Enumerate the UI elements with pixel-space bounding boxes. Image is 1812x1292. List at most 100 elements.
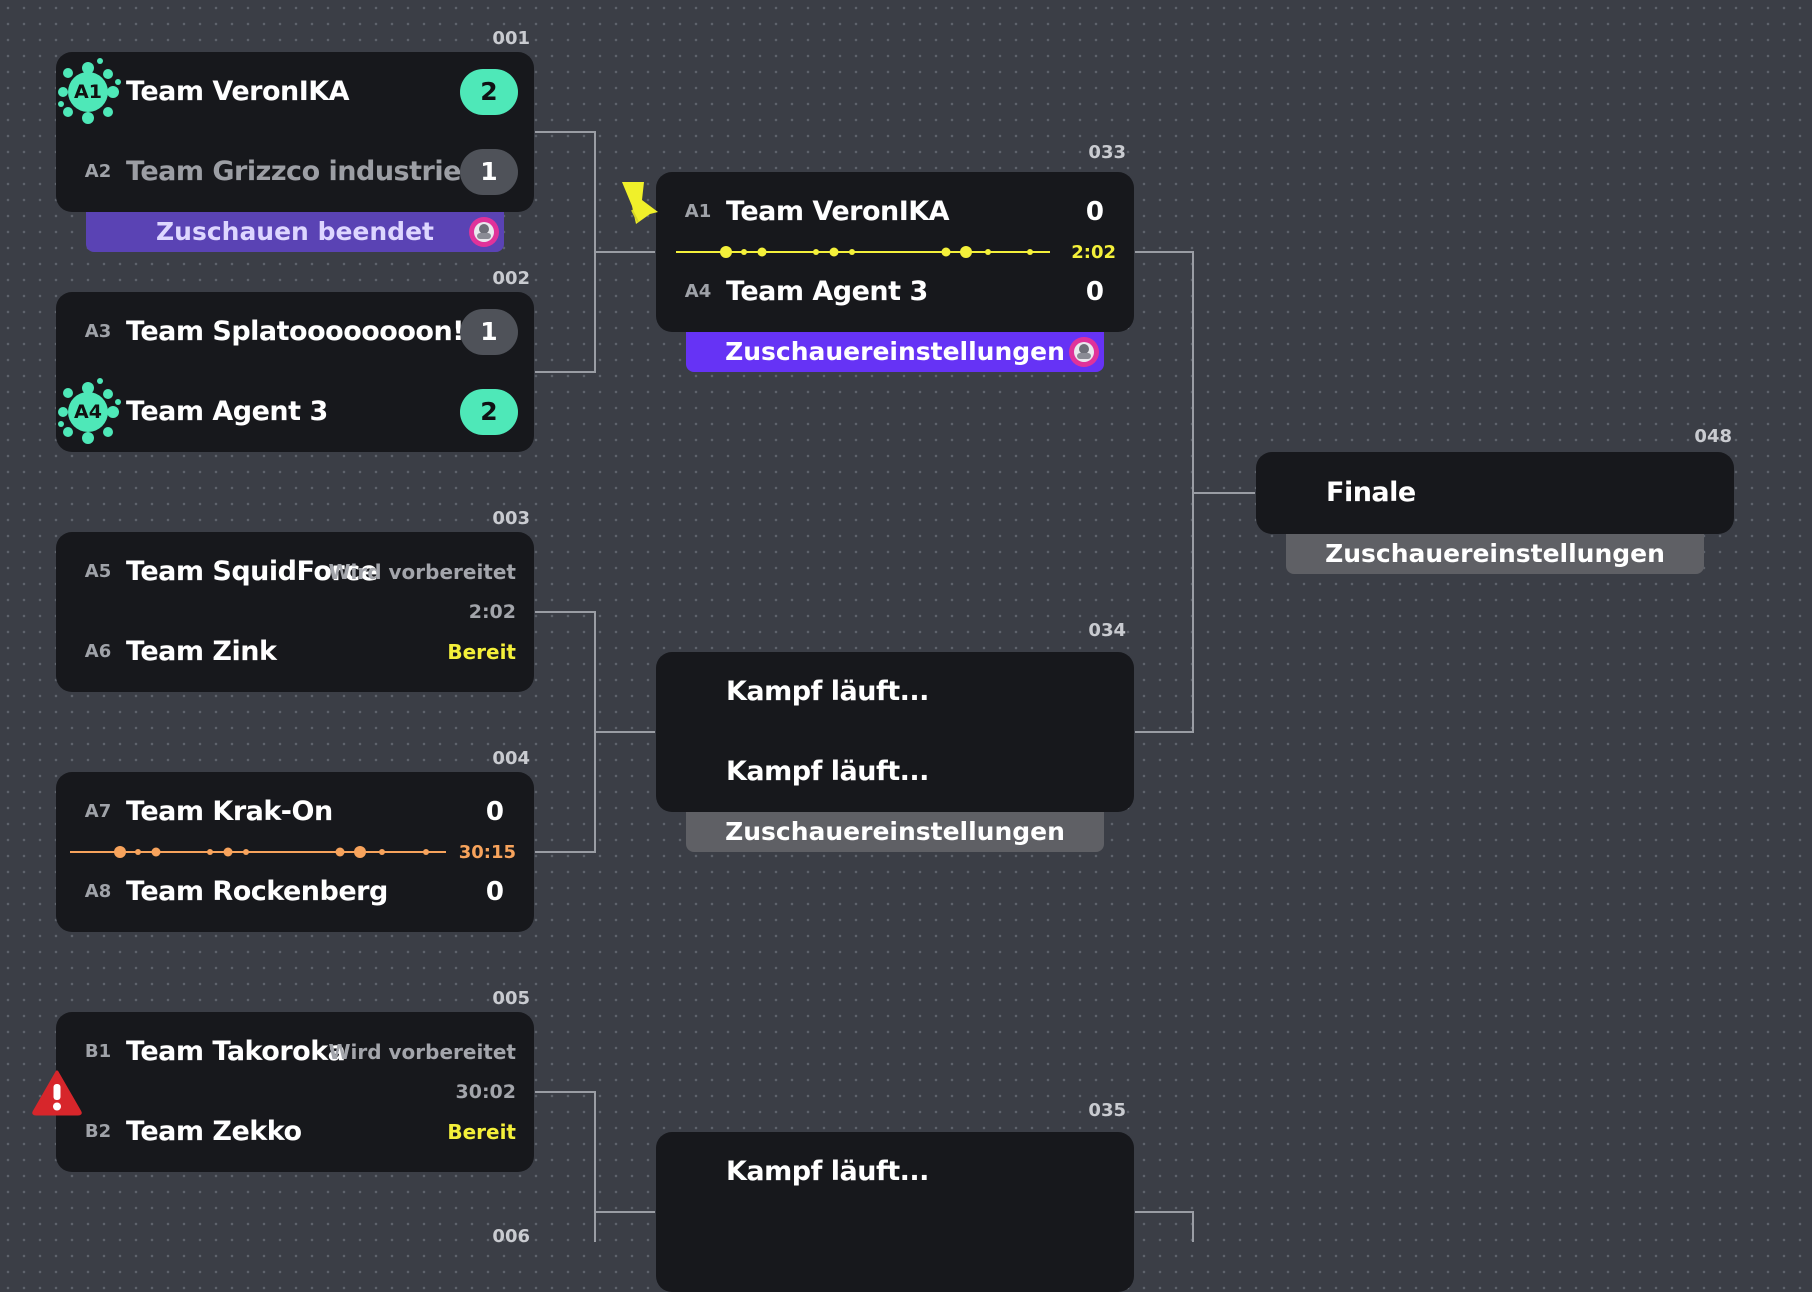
match-number: 006 (492, 1226, 530, 1247)
connector-035-out (1135, 1211, 1194, 1242)
team-seed: A1 (74, 81, 102, 103)
match-card-004[interactable]: A7 Team Krak-On 0 30:15 A8 Team Rockenbe… (56, 772, 534, 932)
team-name: Team Zink (126, 636, 277, 667)
team-score: 0 (1085, 277, 1104, 307)
team-name: Team Grizzco industries (126, 156, 477, 187)
match-number: 035 (1088, 1100, 1126, 1121)
team-row[interactable]: A5 Team SquidForce Wird vorbereitet (56, 532, 534, 612)
pointer-cursor-icon (620, 180, 670, 230)
match-number: 003 (492, 508, 530, 529)
spectator-avatar-icon (1068, 336, 1100, 368)
match-number: 033 (1088, 142, 1126, 163)
warning-triangle-icon[interactable] (32, 1070, 82, 1116)
match-card-035[interactable]: Kampf läuft... (656, 1132, 1134, 1292)
pending-slot: Kampf läuft... (656, 652, 1134, 732)
pending-slot: Kampf läuft... (656, 732, 1134, 812)
team-seed: B2 (84, 1121, 112, 1142)
team-seed: A6 (84, 641, 112, 662)
battle-timeline (676, 246, 1050, 258)
spectate-label: Zuschauereinstellungen (1325, 539, 1665, 568)
battle-timeline (70, 846, 446, 858)
match-card-033[interactable]: A1 Team VeronIKA 0 2:02 A4 Team Agent 3 … (656, 172, 1134, 332)
match-number: 034 (1088, 620, 1126, 641)
spectate-label: Zuschauereinstellungen (725, 817, 1065, 846)
team-name: Team Rockenberg (126, 876, 388, 907)
connector-005-006 (535, 1091, 596, 1242)
ink-splat-icon (58, 58, 121, 124)
match-number: 005 (492, 988, 530, 1009)
team-row[interactable]: A7 Team Krak-On 0 (56, 772, 534, 852)
spectate-settings-button[interactable]: Zuschauereinstellungen (686, 332, 1104, 372)
pending-label: Kampf läuft... (726, 1156, 929, 1187)
team-seed: A5 (84, 561, 112, 582)
match-number: 001 (492, 28, 530, 49)
connector-033-034 (1135, 251, 1194, 733)
match-card-002[interactable]: A3 Team Splatoooooooon!! 1 A4 Te (56, 292, 534, 452)
team-name: Team Splatoooooooon!! (126, 316, 476, 347)
team-name: Team Agent 3 (726, 276, 928, 307)
team-name: Team Agent 3 (126, 396, 328, 427)
match-number: 002 (492, 268, 530, 289)
final-slot: Finale (1256, 452, 1734, 534)
spectator-avatar-icon (468, 216, 500, 248)
match-card-048[interactable]: Finale (1256, 452, 1734, 534)
team-status: Wird vorbereitet (328, 560, 516, 584)
match-timer: 2:02 (1071, 242, 1116, 263)
team-seed: A8 (84, 881, 112, 902)
spectate-button[interactable]: Zuschauen beendet (86, 212, 504, 252)
team-row[interactable]: A4 Team Agent 3 2 (56, 372, 534, 452)
score-badge: 2 (460, 69, 518, 115)
team-seed: A2 (84, 161, 112, 182)
team-row[interactable]: A6 Team Zink Bereit (56, 612, 534, 692)
match-card-001[interactable]: A1 Team VeronIKA 2 A2 Team Grizzco indus… (56, 52, 534, 212)
spectate-settings-button[interactable]: Zuschauereinstellungen (686, 812, 1104, 852)
team-seed: B1 (84, 1041, 112, 1062)
connector-001-002 (535, 131, 596, 373)
match-number: 004 (492, 748, 530, 769)
score-badge: 1 (460, 149, 518, 195)
team-seed: A4 (684, 281, 712, 302)
team-name: Team Zekko (126, 1116, 302, 1147)
team-status: Bereit (447, 1120, 516, 1144)
team-row[interactable]: A8 Team Rockenberg 0 (56, 852, 534, 932)
spectate-label: Zuschauen beendet (156, 217, 434, 246)
spectate-settings-button[interactable]: Zuschauereinstellungen (1286, 534, 1704, 574)
team-seed: A1 (684, 201, 712, 222)
team-row[interactable]: B2 Team Zekko Bereit (56, 1092, 534, 1172)
match-timer: 30:02 (455, 1081, 516, 1103)
team-row[interactable]: A3 Team Splatoooooooon!! 1 (56, 292, 534, 372)
team-name: Team SquidForce (126, 556, 378, 587)
connector-003-004 (535, 611, 596, 853)
match-number: 048 (1694, 426, 1732, 447)
team-row[interactable]: A1 Team VeronIKA 2 (56, 52, 534, 132)
pending-label: Kampf läuft... (726, 756, 929, 787)
team-seed: A7 (84, 801, 112, 822)
pending-label: Kampf läuft... (726, 676, 929, 707)
spectate-label: Zuschauereinstellungen (725, 337, 1065, 366)
score-badge: 1 (460, 309, 518, 355)
match-card-003[interactable]: A5 Team SquidForce Wird vorbereitet 2:02… (56, 532, 534, 692)
score-badge: 2 (460, 389, 518, 435)
tournament-bracket: 001 A1 Team VeronIKA 2 A (32, 28, 1734, 1292)
winner-badge: A1 (58, 58, 122, 126)
team-row[interactable]: A4 Team Agent 3 0 (656, 252, 1134, 332)
team-row[interactable]: B1 Team Takoroka Wird vorbereitet (56, 1012, 534, 1092)
team-score: 0 (485, 797, 504, 827)
team-row[interactable]: A1 Team VeronIKA 0 (656, 172, 1134, 252)
final-title: Finale (1326, 477, 1416, 508)
team-seed: A3 (84, 321, 112, 342)
team-name: Team VeronIKA (726, 196, 950, 227)
team-score: 0 (1085, 197, 1104, 227)
match-card-034[interactable]: Kampf läuft... Kampf läuft... (656, 652, 1134, 812)
team-name: Team Takoroka (126, 1036, 346, 1067)
team-name: Team VeronIKA (126, 76, 350, 107)
team-status: Wird vorbereitet (328, 1040, 516, 1064)
winner-badge: A4 (58, 378, 122, 446)
match-timer: 30:15 (458, 842, 516, 863)
ink-splat-icon (58, 378, 121, 444)
match-card-005[interactable]: B1 Team Takoroka Wird vorbereitet 30:02 … (56, 1012, 534, 1172)
team-score: 0 (485, 877, 504, 907)
team-name: Team Krak-On (126, 796, 333, 827)
pending-slot: Kampf läuft... (656, 1132, 1134, 1212)
team-row[interactable]: A2 Team Grizzco industries 1 (56, 132, 534, 212)
